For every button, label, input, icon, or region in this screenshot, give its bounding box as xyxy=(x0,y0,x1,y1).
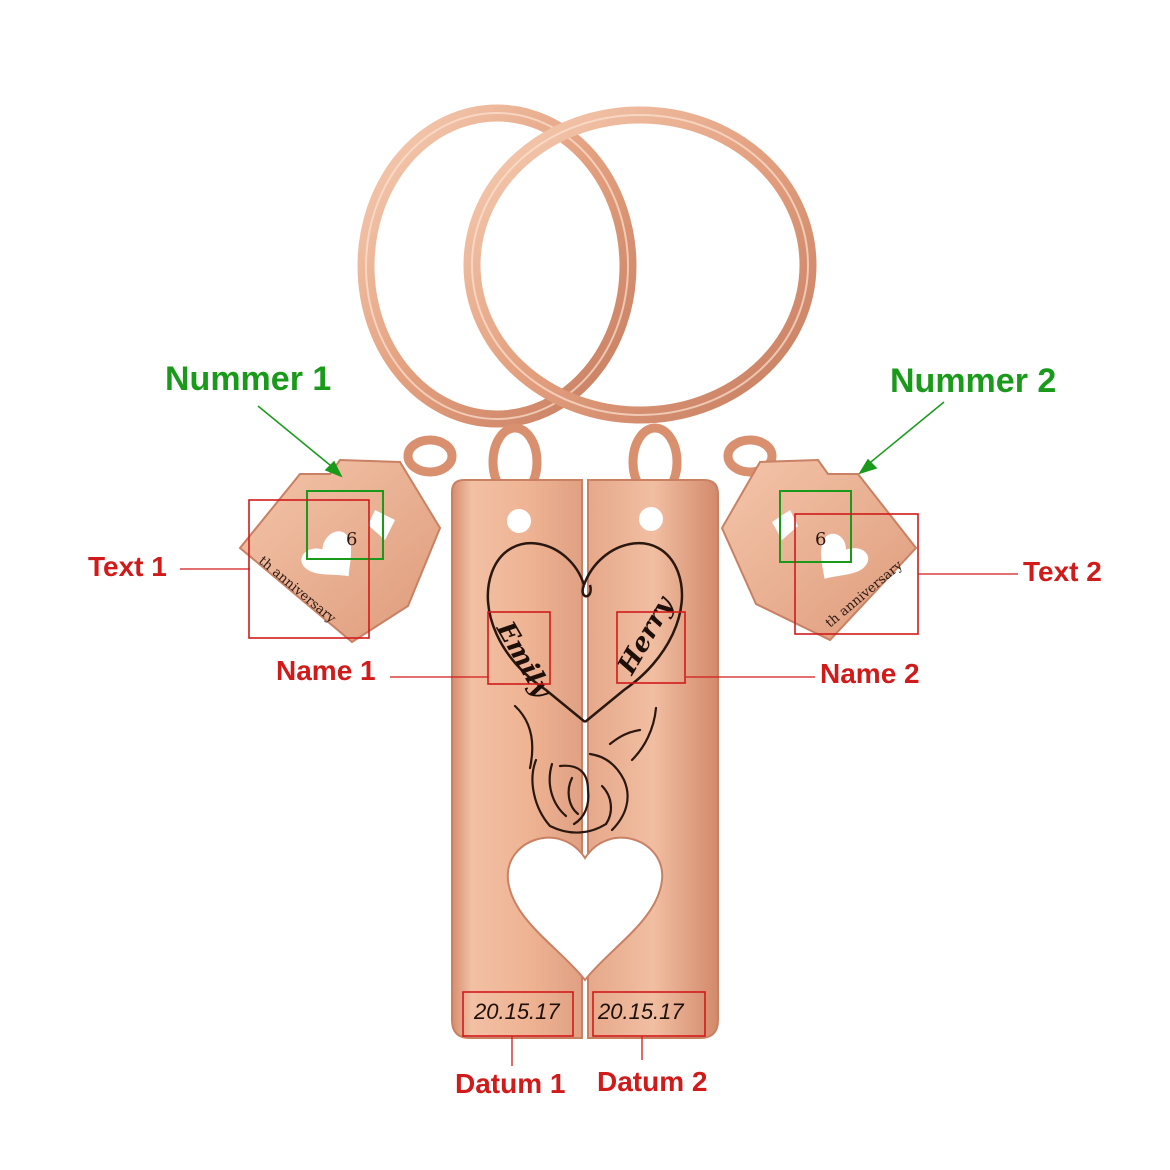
key-ring-right xyxy=(463,106,817,424)
house-number-left: 6 xyxy=(346,529,357,550)
engraved-date-left: 20.15.17 xyxy=(473,999,560,1024)
callout-text-2: Text 2 xyxy=(1023,556,1102,587)
house-charm-right: 6 th anniversary xyxy=(720,458,918,642)
callout-name-2: Name 2 xyxy=(820,658,920,689)
house-number-right: 6 xyxy=(815,529,826,550)
callout-name-1: Name 1 xyxy=(276,655,376,686)
key-ring-left xyxy=(357,104,637,428)
annotation-boxes-green xyxy=(306,490,852,563)
heart-line-engraving xyxy=(486,542,684,723)
engraved-date-right: 20.15.17 xyxy=(597,999,684,1024)
heart-cutout xyxy=(506,836,664,982)
house-charm-left: 6 th anniversary xyxy=(238,458,442,644)
leader-lines-red xyxy=(180,568,1018,1066)
leader-arrows-green xyxy=(257,401,945,478)
callout-text-1: Text 1 xyxy=(88,551,167,582)
callout-nummer-2: Nummer 2 xyxy=(890,362,1057,400)
holding-hands-engraving xyxy=(513,704,658,834)
callout-datum-2: Datum 2 xyxy=(597,1066,708,1097)
callout-datum-1: Datum 1 xyxy=(455,1068,566,1099)
callout-nummer-1: Nummer 1 xyxy=(165,360,332,398)
